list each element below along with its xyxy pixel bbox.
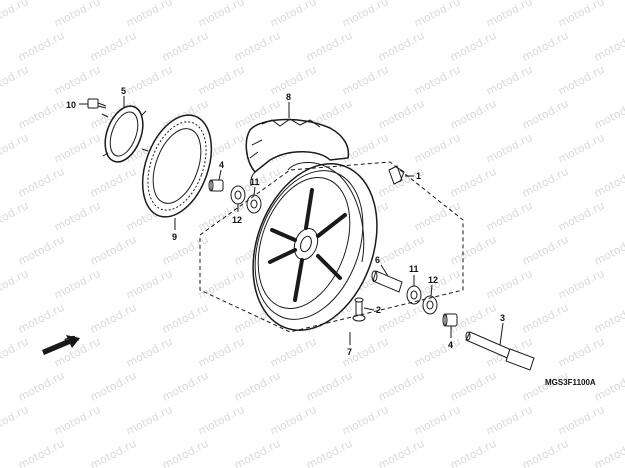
dust-seal-part-12-right <box>422 295 438 315</box>
callout-11-left: 11 <box>250 177 260 187</box>
tire-part-8 <box>245 118 350 187</box>
distance-collar-part-6 <box>371 270 403 293</box>
callout-2: 2 <box>376 305 381 315</box>
disc-carrier-part-5 <box>101 105 149 163</box>
dust-seal-part-12-left <box>230 185 246 205</box>
right-side-collar-part-4 <box>442 313 458 327</box>
wheel-assembly-bracket <box>199 161 464 333</box>
callout-9: 9 <box>172 232 177 242</box>
callout-4-left: 4 <box>219 160 224 170</box>
callout-3: 3 <box>500 313 505 323</box>
callout-6: 6 <box>375 255 380 265</box>
callout-12-left: 12 <box>232 215 242 225</box>
balance-weight-part-1 <box>388 165 405 185</box>
callout-11-right: 11 <box>409 264 419 274</box>
callout-12-right: 12 <box>428 275 438 285</box>
front-axle-part-3 <box>465 331 535 371</box>
callout-5: 5 <box>121 86 126 96</box>
bolt-part-10 <box>87 98 107 109</box>
front-marker-label: FR. <box>63 333 80 347</box>
callout-4-right: 4 <box>448 340 453 350</box>
front-direction-arrow <box>42 335 80 355</box>
bearing-part-11-right <box>406 285 422 305</box>
left-side-collar-part-4 <box>208 179 224 192</box>
callout-10: 10 <box>66 100 76 110</box>
callout-8: 8 <box>286 92 291 102</box>
wheel-part-7 <box>252 162 378 331</box>
bearing-part-11-left <box>246 194 262 214</box>
brake-disc-part-9 <box>141 114 213 218</box>
leader-lines <box>79 96 504 346</box>
callout-7: 7 <box>347 347 352 357</box>
callout-labels: 10 5 8 4 11 12 9 1 6 11 12 2 7 4 3 FR. M… <box>63 86 596 387</box>
valve-stem-part-2 <box>352 297 366 322</box>
diagram-code: MGS3F1100A <box>545 378 596 387</box>
callout-1: 1 <box>416 171 421 181</box>
